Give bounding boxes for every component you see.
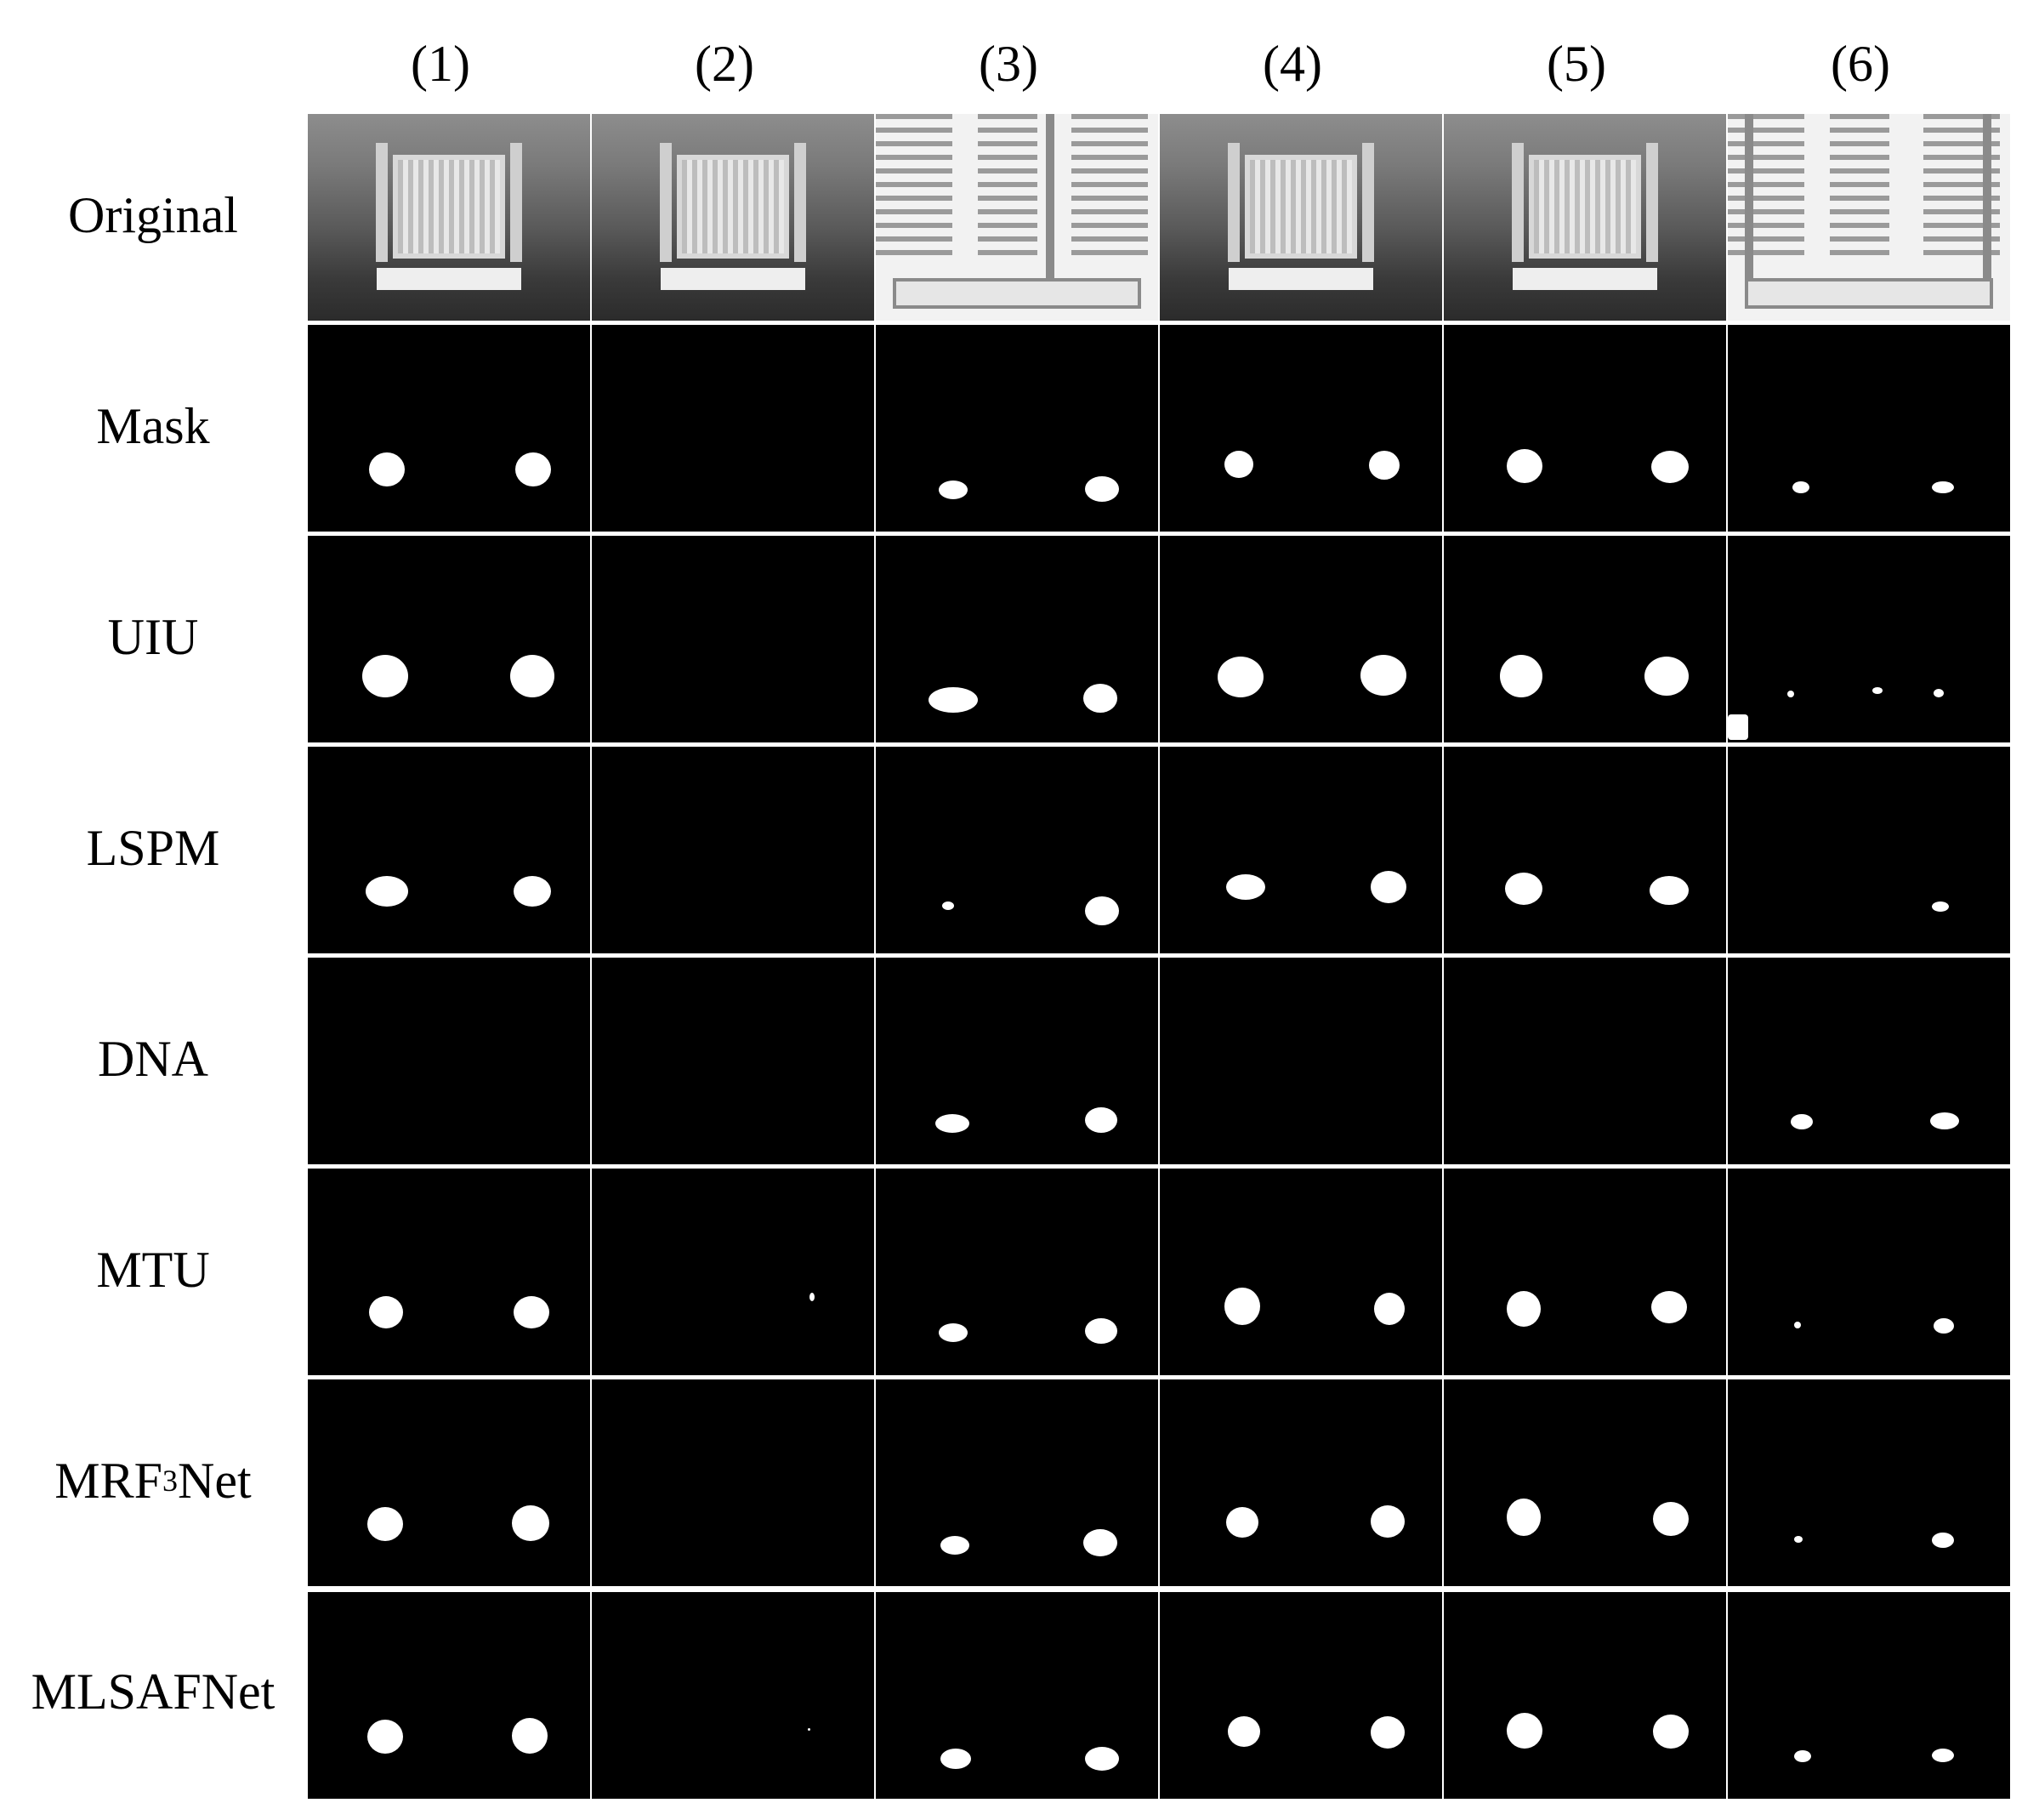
mlsafnet-image-1: [308, 1592, 590, 1799]
row-label-mrf3net-superscript: 3: [162, 1464, 179, 1498]
dna-image-5: [1444, 958, 1726, 1164]
row-label-mlsafnet: MLSAFNet: [31, 1663, 275, 1720]
mtu-image-4: [1160, 1169, 1442, 1375]
original-image-1: [308, 114, 590, 321]
dna-image-3: [876, 958, 1158, 1164]
mask-image-2: [592, 325, 874, 532]
dna-image-2: [592, 958, 874, 1164]
row-label-mtu: MTU: [96, 1241, 210, 1298]
uiu-image-3: [876, 536, 1158, 742]
uiu-image-4: [1160, 536, 1442, 742]
mlsafnet-image-3: [876, 1592, 1158, 1799]
mtu-image-2: [592, 1169, 874, 1375]
mrf3net-image-6: [1728, 1379, 2010, 1586]
column-header-3: (3): [979, 36, 1038, 92]
mask-image-4: [1160, 325, 1442, 532]
mrf3net-image-3: [876, 1379, 1158, 1586]
dna-image-1: [308, 958, 590, 1164]
mask-image-6: [1728, 325, 2010, 532]
column-header-6: (6): [1831, 36, 1890, 92]
row-label-uiu: UIU: [107, 608, 199, 665]
row-label-dna: DNA: [98, 1030, 208, 1087]
mtu-image-1: [308, 1169, 590, 1375]
mlsafnet-image-2: [592, 1592, 874, 1799]
uiu-image-2: [592, 536, 874, 742]
mlsafnet-image-4: [1160, 1592, 1442, 1799]
column-header-1: (1): [411, 36, 470, 92]
row-label-mask: Mask: [96, 397, 210, 454]
uiu-image-5: [1444, 536, 1726, 742]
uiu-image-1: [308, 536, 590, 742]
lspm-image-4: [1160, 747, 1442, 953]
mtu-image-5: [1444, 1169, 1726, 1375]
mtu-image-6: [1728, 1169, 2010, 1375]
row-label-lspm: LSPM: [86, 819, 220, 876]
original-image-4: [1160, 114, 1442, 321]
lspm-image-6: [1728, 747, 2010, 953]
mrf3net-image-5: [1444, 1379, 1726, 1586]
lspm-image-1: [308, 747, 590, 953]
mask-image-3: [876, 325, 1158, 532]
original-image-6: [1728, 114, 2010, 321]
lspm-image-2: [592, 747, 874, 953]
column-header-4: (4): [1263, 36, 1322, 92]
mrf3net-image-4: [1160, 1379, 1442, 1586]
mrf3net-image-2: [592, 1379, 874, 1586]
row-label-mrf3net-tail: Net: [178, 1452, 252, 1509]
original-image-2: [592, 114, 874, 321]
mask-image-1: [308, 325, 590, 532]
row-label-mrf3net-main: MRF: [54, 1452, 163, 1509]
mtu-image-3: [876, 1169, 1158, 1375]
lspm-image-5: [1444, 747, 1726, 953]
column-header-2: (2): [695, 36, 754, 92]
mlsafnet-image-5: [1444, 1592, 1726, 1799]
uiu-image-6: [1728, 536, 2010, 742]
row-label-original: Original: [68, 186, 238, 243]
column-header-5: (5): [1547, 36, 1606, 92]
mrf3net-image-1: [308, 1379, 590, 1586]
dna-image-6: [1728, 958, 2010, 1164]
mask-image-5: [1444, 325, 1726, 532]
original-image-3: [876, 114, 1158, 321]
lspm-image-3: [876, 747, 1158, 953]
dna-image-4: [1160, 958, 1442, 1164]
mlsafnet-image-6: [1728, 1592, 2010, 1799]
original-image-5: [1444, 114, 1726, 321]
